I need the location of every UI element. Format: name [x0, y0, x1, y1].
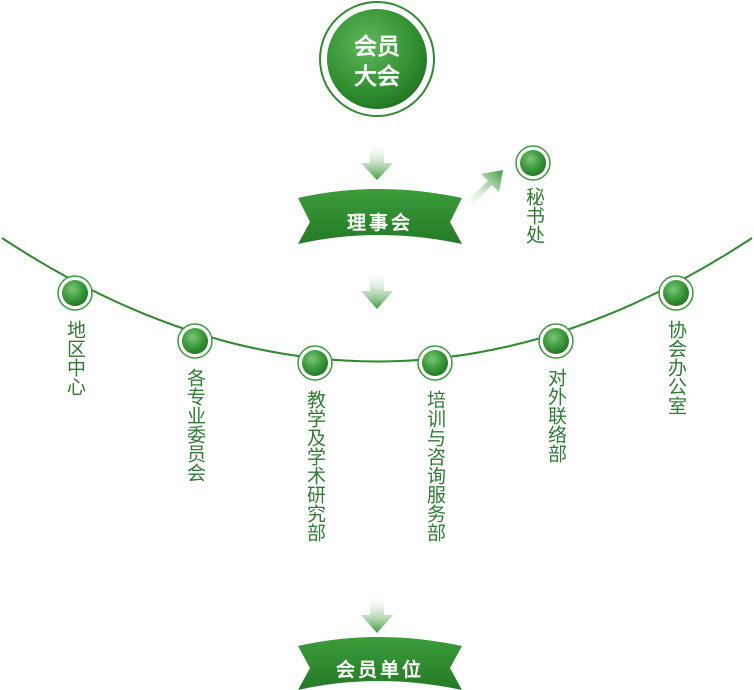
department-node [297, 345, 333, 381]
department-node [538, 323, 574, 359]
department-node [177, 323, 213, 359]
general-assembly-line2: 大会 [354, 64, 400, 90]
general-assembly-label: 会员 大会 [322, 32, 432, 92]
arrow-down-icon [361, 597, 393, 633]
department-node [57, 275, 93, 311]
department-label-external: 对外联络部 [545, 368, 567, 463]
department-label-regional: 地区中心 [64, 320, 86, 396]
members-banner [298, 637, 462, 690]
department-label-committees: 各专业委员会 [184, 368, 206, 482]
secretariat-node [515, 145, 551, 181]
department-arc [1, 237, 753, 363]
general-assembly-node [319, 1, 435, 117]
arrow-down-icon [361, 273, 393, 309]
arrow-down-icon [361, 145, 393, 180]
members-label: 会员单位 [335, 659, 424, 681]
arrow-up-right-icon [466, 170, 503, 206]
council-label: 理事会 [346, 212, 413, 234]
department-node [658, 275, 694, 311]
council-banner [298, 189, 462, 244]
general-assembly-line1: 会员 [354, 34, 400, 60]
department-label-training: 培训与咨询服务部 [424, 390, 446, 542]
secretariat-label: 秘书处 [523, 187, 545, 244]
department-label-office: 协会办公室 [665, 320, 687, 415]
department-label-academic: 教学及学术研究部 [304, 390, 326, 542]
department-node [417, 345, 453, 381]
